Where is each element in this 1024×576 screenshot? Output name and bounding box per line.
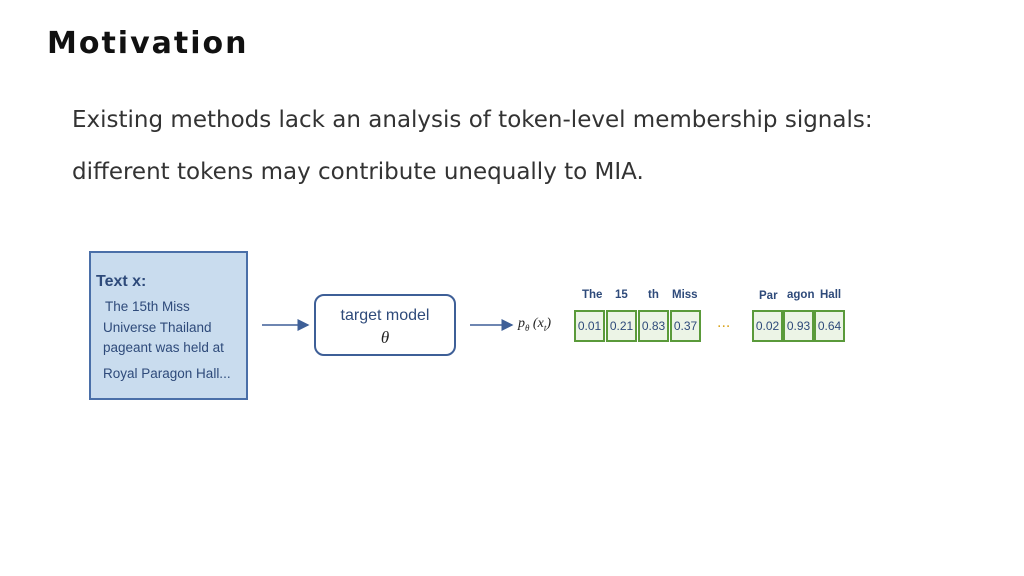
target-model-box: target model θ bbox=[314, 294, 456, 356]
token-header: 15 bbox=[615, 289, 628, 301]
token-header: Hall bbox=[820, 289, 842, 301]
motivation-line-1: Existing methods lack an analysis of tok… bbox=[72, 107, 873, 133]
prob-func-sub: θ bbox=[525, 322, 530, 333]
token-prob-cell: 0.02 bbox=[752, 310, 783, 342]
token-header: Miss bbox=[672, 289, 698, 301]
target-model-label: target model bbox=[340, 307, 430, 324]
text-x-box: Text x: The 15th Miss Universe Thailand … bbox=[89, 251, 248, 400]
token-header: agon bbox=[787, 289, 815, 301]
ellipsis: ... bbox=[717, 314, 731, 331]
token-header: th bbox=[648, 289, 659, 301]
token-probability-label: pθ (xt) bbox=[518, 316, 551, 333]
text-x-line: The 15th Miss bbox=[105, 299, 190, 314]
token-header: Par bbox=[759, 290, 778, 302]
target-model-theta: θ bbox=[380, 328, 390, 347]
token-prob-cell: 0.64 bbox=[814, 310, 845, 342]
text-x-title: Text x: bbox=[96, 273, 147, 290]
text-x-line: Royal Paragon Hall... bbox=[103, 366, 231, 381]
text-x-line: pageant was held at bbox=[103, 340, 224, 355]
prob-arg: x bbox=[537, 316, 544, 331]
token-prob-cell: 0.83 bbox=[638, 310, 669, 342]
slide-title: Motivation bbox=[47, 26, 249, 61]
token-prob-cell: 0.21 bbox=[606, 310, 637, 342]
token-prob-cell: 0.93 bbox=[783, 310, 814, 342]
token-prob-cell: 0.01 bbox=[574, 310, 605, 342]
prob-func: p bbox=[518, 316, 525, 331]
motivation-line-2: different tokens may contribute unequall… bbox=[72, 159, 644, 185]
prob-arg-sub: t bbox=[543, 322, 547, 333]
token-prob-cell: 0.37 bbox=[670, 310, 701, 342]
token-header: The bbox=[582, 289, 603, 301]
text-x-line: Universe Thailand bbox=[103, 320, 212, 335]
